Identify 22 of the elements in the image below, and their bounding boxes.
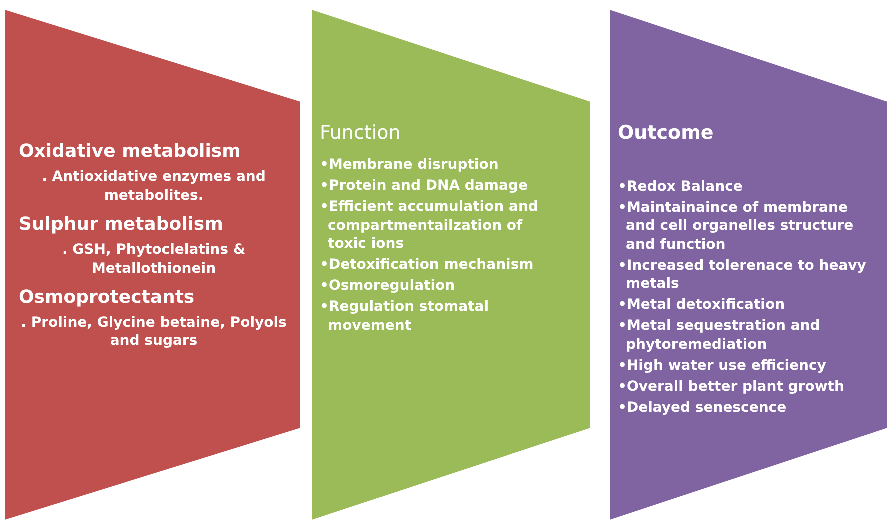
bullet-item: •Efficient accumulation and compartmentailzation of toxic ions bbox=[320, 198, 540, 253]
bullet-item: •Protein and DNA damage bbox=[320, 177, 529, 196]
bullet-item: •Osmoregulation bbox=[320, 277, 456, 296]
panel-heading: Outcome bbox=[618, 122, 715, 144]
bullet-item: •Increased tolerenace to heavy metals bbox=[618, 256, 868, 294]
bullet-item: •Regulation stomatal movement bbox=[320, 298, 490, 335]
section-heading: Oxidative metabolism bbox=[19, 141, 242, 162]
bullet-item: •High water use efficiency bbox=[618, 356, 828, 375]
bullet-item: •Overall better plant growth bbox=[618, 378, 846, 396]
bullet-item: •Maintainaince of membrane and cell organelles structure and function bbox=[618, 199, 855, 254]
panel-heading: Function bbox=[320, 122, 402, 144]
bullet-item: •Detoxification mechanism bbox=[320, 256, 535, 274]
section-heading: Sulphur metabolism bbox=[19, 214, 224, 235]
bullet-item: •Metal sequestration and phytoremediation bbox=[618, 317, 822, 354]
bullet-item: •Delayed senescence bbox=[618, 399, 788, 418]
section-text: . Antioxidative enzymes and metabolites. bbox=[41, 168, 267, 206]
section-heading: Osmoprotectants bbox=[19, 286, 196, 308]
section-text: . Proline, Glycine betaine, Polyols and sugars bbox=[20, 314, 288, 352]
bullet-item: •Metal detoxification bbox=[618, 296, 786, 314]
bullet-item: •Redox Balance bbox=[618, 178, 744, 196]
section-text: . GSH, Phytoclelatins & Metallothionein bbox=[61, 240, 247, 279]
bullet-item: •Membrane disruption bbox=[320, 156, 500, 174]
